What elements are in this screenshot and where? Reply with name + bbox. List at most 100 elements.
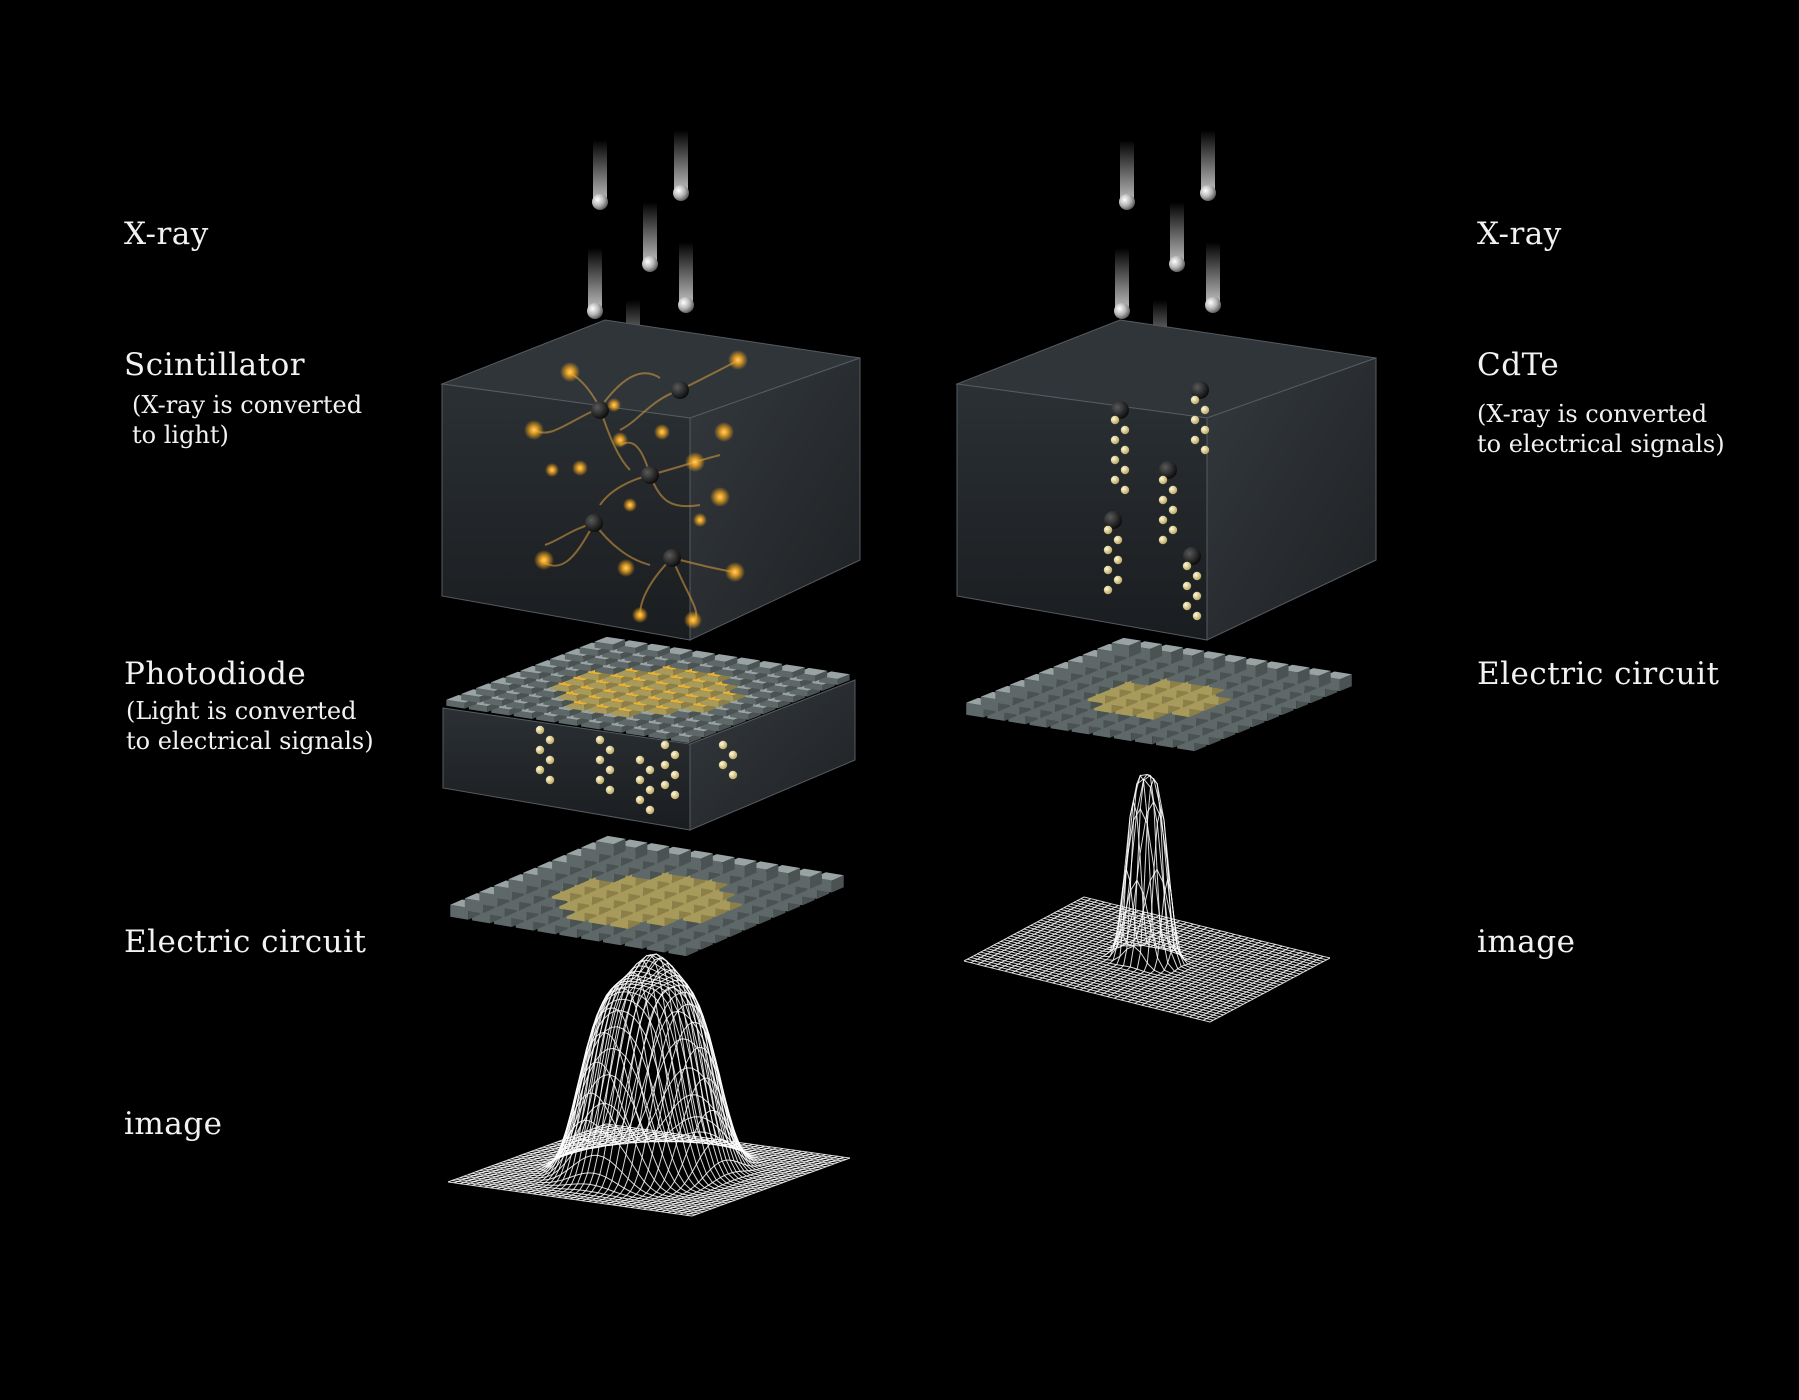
charge-carrier: [660, 760, 670, 770]
charge-carrier: [1103, 585, 1113, 595]
charge-carrier: [1168, 505, 1178, 515]
charge-carrier: [1192, 611, 1202, 621]
charge-carrier: [535, 725, 545, 735]
charge-carrier: [645, 805, 655, 815]
charge-carrier: [1103, 545, 1113, 555]
xray-photon: [1200, 185, 1216, 201]
charge-carrier: [670, 790, 680, 800]
charge-carrier: [605, 745, 615, 755]
scintillator-light-photons: [524, 350, 748, 629]
cdte-label: CdTe: [1477, 347, 1560, 383]
cdte-block: [955, 319, 1377, 641]
charge-carrier: [595, 775, 605, 785]
charge-carrier: [1182, 581, 1192, 591]
charge-carrier: [1103, 565, 1113, 575]
charge-carrier: [1158, 535, 1168, 545]
charge-carrier: [1110, 475, 1120, 485]
right-circuit-pixel-grid: [966, 637, 1352, 752]
photodiode-label: Photodiode: [124, 656, 307, 692]
pixel: [1111, 637, 1141, 646]
xray-beam: [674, 130, 688, 192]
charge-carrier: [545, 775, 555, 785]
charge-carrier: [1113, 575, 1123, 585]
charge-carrier: [635, 795, 645, 805]
scintillator-description: (X-ray is converted to light): [132, 391, 363, 449]
scintillator-absorption-points: [585, 381, 689, 567]
charge-carrier: [535, 765, 545, 775]
cdte-charge-columns: [1103, 381, 1210, 621]
xray-beam: [1170, 202, 1184, 264]
xray-beam: [643, 202, 657, 264]
charge-carrier: [605, 765, 615, 775]
charge-carrier: [1120, 445, 1130, 455]
charge-carrier: [1190, 415, 1200, 425]
left-circuit-pixel-grid: [450, 835, 844, 957]
charge-carrier: [1158, 515, 1168, 525]
charge-carrier: [535, 745, 545, 755]
charge-carrier: [1158, 475, 1168, 485]
charge-carrier: [1192, 591, 1202, 601]
charge-carrier: [1190, 395, 1200, 405]
right-xray-label: X-ray: [1477, 216, 1562, 252]
charge-carrier: [1168, 485, 1178, 495]
xray-photon: [673, 185, 689, 201]
charge-carrier: [635, 755, 645, 765]
photodiode-charge-columns: [535, 725, 738, 815]
xray-beam: [1115, 248, 1129, 310]
right-image-wireframe: [963, 773, 1331, 1023]
charge-carrier: [1168, 525, 1178, 535]
xray-beam: [1120, 140, 1134, 202]
xray-photon: [642, 256, 658, 272]
left-image-label: image: [124, 1106, 223, 1142]
charge-carrier: [1200, 405, 1210, 415]
charge-carrier: [1158, 495, 1168, 505]
photodiode-pixel-grid: [446, 636, 850, 744]
charge-carrier: [1113, 555, 1123, 565]
xray-photon: [678, 297, 694, 313]
charge-carrier: [1120, 465, 1130, 475]
photodiode-description: (Light is converted to electrical signal…: [126, 697, 374, 755]
xray-beam: [1206, 242, 1220, 304]
charge-carrier: [1110, 435, 1120, 445]
left-circuit-label: Electric circuit: [124, 924, 367, 960]
right-image-label: image: [1477, 924, 1576, 960]
charge-carrier: [660, 780, 670, 790]
charge-carrier: [595, 755, 605, 765]
xray-beam: [1201, 130, 1215, 192]
charge-carrier: [1182, 601, 1192, 611]
xray-photon: [1205, 297, 1221, 313]
scintillator-label: Scintillator: [124, 347, 306, 383]
charge-carrier: [1120, 425, 1130, 435]
cdte-description: (X-ray is converted to electrical signal…: [1477, 400, 1725, 458]
charge-carrier: [645, 765, 655, 775]
left-xray-label: X-ray: [124, 216, 209, 252]
xray-photon: [587, 303, 603, 319]
charge-carrier: [1182, 561, 1192, 571]
charge-carrier: [605, 785, 615, 795]
charge-carrier: [660, 740, 670, 750]
left-image-wireframe: [447, 953, 851, 1217]
charge-carrier: [718, 740, 728, 750]
charge-carrier: [670, 750, 680, 760]
charge-carrier: [670, 770, 680, 780]
charge-carrier: [545, 735, 555, 745]
charge-carrier: [728, 770, 738, 780]
charge-carrier: [1120, 485, 1130, 495]
charge-carrier: [545, 755, 555, 765]
charge-carrier: [645, 785, 655, 795]
xray-photon: [592, 194, 608, 210]
pixel: [595, 835, 626, 845]
xray-beam: [679, 242, 693, 304]
charge-carrier: [1110, 415, 1120, 425]
xray-photon: [1114, 303, 1130, 319]
charge-carrier: [728, 750, 738, 760]
photodiode-layer: [442, 636, 856, 831]
charge-carrier: [718, 760, 728, 770]
charge-carrier: [595, 735, 605, 745]
charge-carrier: [1103, 525, 1113, 535]
xray-photon: [1169, 256, 1185, 272]
xray-photon: [1119, 194, 1135, 210]
charge-carrier: [1200, 425, 1210, 435]
charge-carrier: [1192, 571, 1202, 581]
